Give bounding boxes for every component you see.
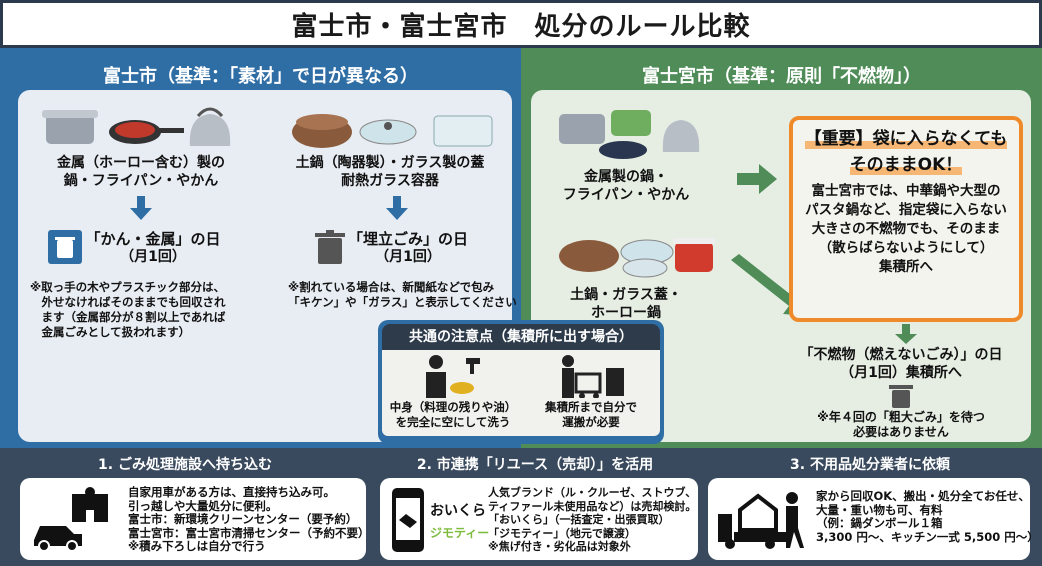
cart-icon — [562, 355, 624, 398]
option-2-header: 2. 市連携「リユース（売却）」を活用 — [416, 457, 654, 473]
page-title: 富士市・富士宮市 処分のルール比較 — [0, 0, 1042, 48]
fujinomiya-day: 「不燃物（燃えないごみ）」の日 （月1回）集積所へ — [799, 347, 1003, 381]
fuji-ceramic-note: ※割れている場合は、新聞紙などで包み 「キケン」や「ガラス」と表示してください — [288, 280, 517, 309]
metal-pots-icon — [559, 110, 700, 159]
trash-can-icon — [889, 385, 913, 408]
oikura-logo: おいくら — [430, 503, 486, 519]
fujinomiya-metal-items: 金属製の鍋・ フライパン・やかん — [562, 169, 690, 203]
fujinomiya-card: 金属製の鍋・ フライパン・やかん 土鍋・ガラス蓋・ ホーロー鍋 【重要】袋に入ら… — [531, 90, 1031, 442]
fuji-card: 金属（ホーロー含む）製の 鍋・フライパン・やかん 「かん・金属」の日 （月1回）… — [18, 90, 517, 442]
fuji-metal-day: 「かん・金属」の日 — [85, 230, 221, 248]
option-1-header: 1. ごみ処理施設へ持ち込む — [98, 457, 272, 473]
fuji-metal-items: 金属（ホーロー含む）製の 鍋・フライパン・やかん — [57, 155, 225, 189]
arrow-down-icon — [895, 324, 917, 344]
ceramic-pots-icon — [559, 238, 715, 278]
fuji-panel: 富士市（基準：「素材」で日が異なる） 金属（ホーロー含む）製の 鍋・フライパン・… — [0, 48, 521, 448]
fuji-metal-freq: （月1回） — [120, 249, 186, 265]
fujinomiya-header: 富士宮市（基準：原則「不燃物」） — [642, 66, 921, 87]
jmty-logo: ジモティー — [430, 526, 490, 540]
arrow-right-icon — [737, 164, 777, 194]
option-2-card: おいくら ジモティー 人気ブランド（ル・クルーゼ、ストウブ、 ティファール未使用… — [380, 478, 698, 560]
fuji-metal-note: ※取っ手の木やプラスチック部分は、 外せなければそのままでも回収され ます（金属… — [30, 280, 226, 339]
fuji-header: 富士市（基準：「素材」で日が異なる） — [103, 66, 418, 87]
earthenware-glass-icon — [292, 114, 493, 148]
option-3-card: 家から回収OK、搬出・処分全てお任せ、 大量・重い物も可、有料 （例：鍋ダンボー… — [708, 478, 1039, 560]
car-facility-icon — [34, 487, 108, 552]
recycle-bin-icon — [48, 230, 82, 264]
common-header: 共通の注意点（集積所に出す場合） — [382, 324, 660, 350]
smartphone-handshake-icon — [392, 488, 424, 552]
fuji-ceramic-day: 「埋立ごみ」の日 — [347, 230, 468, 248]
important-title-2: そのままOK！ — [849, 155, 963, 175]
option-1-text: 自家用車がある方は、直接持ち込み可。 引っ越しや大量処分に便利。 富士市：新環境… — [128, 485, 370, 553]
pots-icon — [42, 107, 231, 146]
fujinomiya-ceramic-items: 土鍋・ガラス蓋・ ホーロー鍋 — [570, 287, 682, 321]
common-notes-box: 共通の注意点（集積所に出す場合） 中身（料理の残りや油） を完全に空にして洗う … — [378, 320, 664, 444]
washing-icon — [426, 355, 480, 398]
trash-can-icon — [315, 230, 345, 264]
truck-worker-icon — [718, 492, 804, 549]
fujinomiya-note: ※年４回の「粗大ごみ」を待つ 必要はありません — [817, 410, 985, 439]
arrow-down-icon — [386, 196, 408, 220]
important-title-1: 【重要】袋に入らなくても — [804, 129, 1008, 149]
option-3-text: 家から回収OK、搬出・処分全てお任せ、 大量・重い物も可、有料 （例：鍋ダンボー… — [816, 489, 1039, 544]
fuji-ceramic-items: 土鍋（陶器製）・ガラス製の蓋 耐熱ガラス容器 — [295, 155, 485, 189]
arrow-down-icon — [130, 196, 152, 220]
common-item-1: 中身（料理の残りや油） を完全に空にして洗う — [389, 400, 517, 429]
option-3-header: 3. 不用品処分業者に依頼 — [790, 457, 950, 473]
important-box: 【重要】袋に入らなくても そのままOK！ 富士宮市では、中華鍋や大型の パスタ鍋… — [789, 116, 1023, 322]
fuji-ceramic-freq: （月1回） — [375, 249, 441, 265]
option-1-card: 自家用車がある方は、直接持ち込み可。 引っ越しや大量処分に便利。 富士市：新環境… — [20, 478, 370, 560]
important-body: 富士宮市では、中華鍋や大型の パスタ鍋など、指定袋に入らない 大きさの不燃物でも… — [805, 183, 1007, 275]
option-2-text: 人気ブランド（ル・クルーゼ、ストウブ、 ティファール未使用品など）は売却検討。 … — [488, 486, 697, 553]
common-item-2: 集積所まで自分で 運搬が必要 — [545, 400, 637, 429]
disposal-options: 1. ごみ処理施設へ持ち込む 2. 市連携「リユース（売却）」を活用 3. 不用… — [0, 448, 1042, 566]
